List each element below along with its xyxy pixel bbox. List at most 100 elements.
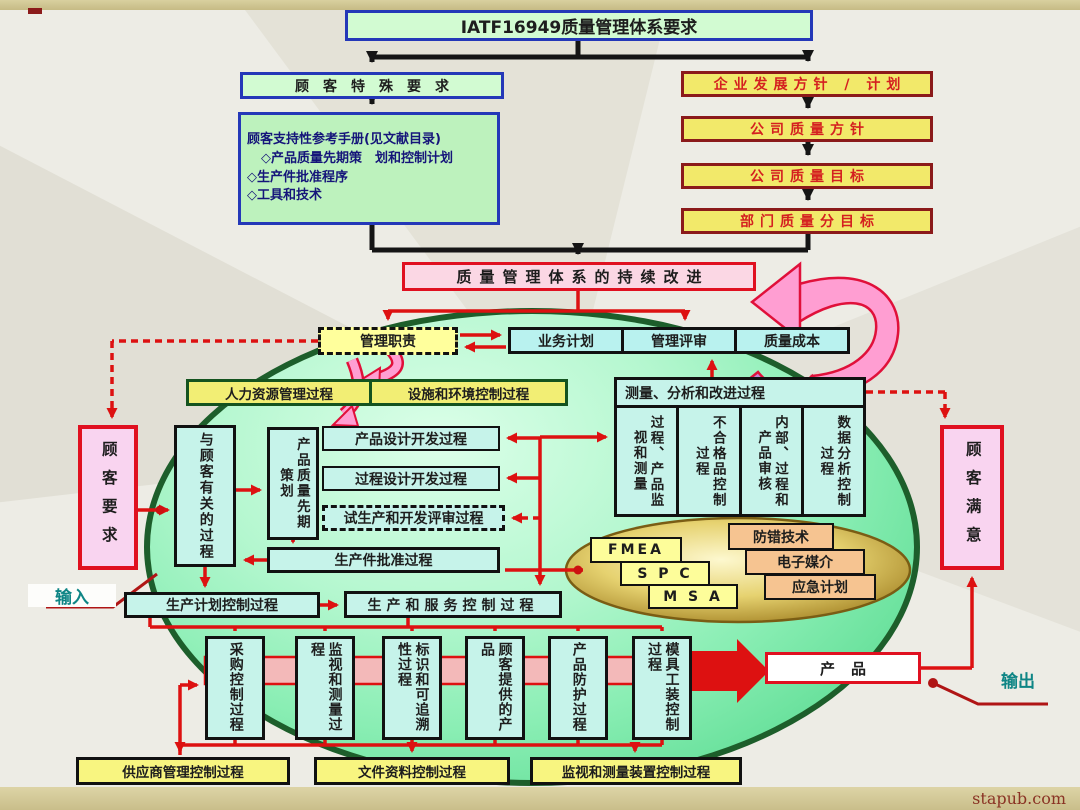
fmea-box: FMEA — [590, 537, 682, 563]
customer-related-label: 与顾客有关的过程 — [197, 432, 214, 560]
process-box-purchasing: 采购控制过程 — [205, 636, 265, 740]
watermark: stapub.com — [972, 789, 1066, 808]
policy-label: 公司质量方针 — [750, 122, 870, 138]
production-plan-box: 生产计划控制过程 — [124, 592, 320, 618]
process-box-tooling: 模具工装控制过程 — [632, 636, 692, 740]
process-box-monitoring: 监视和测量过程 — [295, 636, 355, 740]
process-label: 采购控制过程 — [227, 642, 244, 732]
measure-cell-monitoring: 过程、产品监视和测量 — [617, 408, 680, 514]
policy-box-quality-goal: 公司质量目标 — [681, 163, 933, 189]
trial-production-label: 试生产和开发评审过程 — [343, 511, 484, 527]
customer-satisfaction-label: 顾客满意 — [963, 440, 982, 555]
quality-cost-label: 质量成本 — [764, 333, 820, 350]
output-label: 输出 — [985, 667, 1051, 692]
title-box: IATF16949质量管理体系要求 — [345, 10, 813, 41]
customer-satisfaction-box: 顾客满意 — [940, 425, 1004, 570]
process-label: 监视和测量过程 — [309, 642, 343, 732]
management-duty-box: 管理职责 — [318, 327, 458, 355]
measuring-device-control-label: 监视和测量装置控制过程 — [561, 765, 711, 781]
electronic-media-box: 电子媒介 — [745, 549, 865, 575]
measure-cell-audit: 内部、过程和产品审核 — [742, 408, 804, 514]
business-plan-cell: 业务计划 — [508, 327, 624, 354]
process-label: 标识和可追溯性过程 — [396, 642, 430, 732]
policy-box-development: 企业发展方针 / 计划 — [681, 71, 933, 97]
output-text: 输出 — [1001, 671, 1035, 692]
process-label: 顾客提供的产品 — [479, 642, 513, 732]
customer-manual-box: 顾客支持性参考手册(见文献目录) ◇产品质量先期策 划和控制计划 ◇生产件批准程… — [238, 112, 500, 225]
process-label: 模具工装控制过程 — [646, 642, 680, 732]
electronic-media-label: 电子媒介 — [777, 555, 833, 571]
process-design-box: 过程设计开发过程 — [322, 466, 500, 491]
document-control-box: 文件资料控制过程 — [314, 757, 510, 785]
apqp-box: 产品质量先期策划 — [267, 427, 319, 540]
manual-item: ◇生产件批准程序 — [247, 169, 348, 185]
contingency-plan-box: 应急计划 — [764, 574, 876, 600]
process-box-traceability: 标识和可追溯性过程 — [382, 636, 442, 740]
hr-process-label: 人力资源管理过程 — [225, 386, 333, 403]
product-design-label: 产品设计开发过程 — [355, 431, 467, 448]
supplier-control-box: 供应商管理控制过程 — [76, 757, 290, 785]
msa-label: M S A — [663, 588, 723, 605]
mistake-proofing-label: 防错技术 — [753, 529, 809, 546]
input-label: 输入 — [28, 584, 116, 608]
continuous-improvement-banner: 质量管理体系的持续改进 — [402, 262, 756, 291]
trial-production-box: 试生产和开发评审过程 — [322, 505, 505, 531]
measure-cell-label: 内部、过程和产品审核 — [755, 414, 788, 508]
manual-title: 顾客支持性参考手册(见文献目录) — [247, 131, 441, 147]
ppap-box: 生产件批准过程 — [267, 547, 500, 573]
top-border-bar — [0, 0, 1080, 10]
policy-box-dept-goal: 部门质量分目标 — [681, 208, 933, 234]
apqp-label: 产品质量先期策划 — [277, 437, 310, 530]
manual-item: ◇产品质量先期策 划和控制计划 — [261, 150, 453, 166]
measure-cell-data-analysis: 数据分析控制过程 — [804, 408, 863, 514]
policy-label: 公司质量目标 — [750, 169, 870, 185]
product-design-box: 产品设计开发过程 — [322, 426, 500, 451]
management-review-label: 管理评审 — [651, 333, 707, 350]
product-box: 产品 — [765, 652, 921, 684]
facility-process-box: 设施和环境控制过程 — [369, 379, 568, 406]
business-plan-label: 业务计划 — [538, 333, 594, 350]
process-design-label: 过程设计开发过程 — [355, 471, 467, 488]
spc-box: S P C — [620, 561, 710, 586]
continuous-improvement-label: 质量管理体系的持续改进 — [456, 268, 710, 286]
production-plan-label: 生产计划控制过程 — [166, 598, 278, 614]
hr-process-box: 人力资源管理过程 — [186, 379, 372, 406]
customer-special-req-label: 顾客特殊要求 — [295, 78, 463, 95]
manual-item: ◇工具和技术 — [247, 188, 322, 204]
quality-cost-cell: 质量成本 — [734, 327, 850, 354]
process-box-customer-property: 顾客提供的产品 — [465, 636, 525, 740]
measure-cell-label: 数据分析控制过程 — [817, 414, 851, 508]
msa-box: M S A — [648, 584, 738, 609]
management-review-cell: 管理评审 — [621, 327, 737, 354]
measure-cell-label: 不合格品控制过程 — [692, 414, 726, 508]
policy-box-quality-policy: 公司质量方针 — [681, 116, 933, 142]
supplier-control-label: 供应商管理控制过程 — [122, 765, 244, 781]
process-label: 产品防护过程 — [570, 642, 587, 732]
ppap-label: 生产件批准过程 — [334, 553, 433, 569]
policy-label: 企业发展方针 / 计划 — [713, 77, 907, 93]
measure-analyze-box: 测量、分析和改进过程 过程、产品监视和测量 不合格品控制过程 内部、过程和产品审… — [614, 377, 866, 517]
policy-label: 部门质量分目标 — [740, 214, 880, 230]
facility-process-label: 设施和环境控制过程 — [407, 386, 530, 403]
measure-columns: 过程、产品监视和测量 不合格品控制过程 内部、过程和产品审核 数据分析控制过程 — [617, 408, 863, 514]
product-label: 产品 — [819, 659, 882, 678]
measuring-device-control-box: 监视和测量装置控制过程 — [530, 757, 742, 785]
spc-label: S P C — [637, 565, 693, 582]
production-service-label: 生产和服务控制过程 — [367, 597, 539, 614]
customer-related-process-box: 与顾客有关的过程 — [174, 425, 236, 567]
bottom-border-bar: stapub.com — [0, 787, 1080, 810]
customer-requirement-label: 顾客要求 — [99, 440, 118, 555]
measure-cell-label: 过程、产品监视和测量 — [630, 414, 664, 508]
corner-mark — [28, 8, 42, 14]
management-duty-label: 管理职责 — [360, 334, 416, 350]
mistake-proofing-box: 防错技术 — [728, 523, 834, 550]
contingency-plan-label: 应急计划 — [792, 580, 848, 596]
production-service-box: 生产和服务控制过程 — [344, 591, 562, 618]
customer-requirement-box: 顾客要求 — [78, 425, 138, 570]
measure-header-label: 测量、分析和改进过程 — [625, 385, 765, 402]
document-control-label: 文件资料控制过程 — [358, 765, 466, 781]
management-row: 业务计划 管理评审 质量成本 — [508, 327, 850, 354]
customer-special-req-box: 顾客特殊要求 — [240, 72, 504, 99]
measure-cell-nonconforming: 不合格品控制过程 — [679, 408, 742, 514]
